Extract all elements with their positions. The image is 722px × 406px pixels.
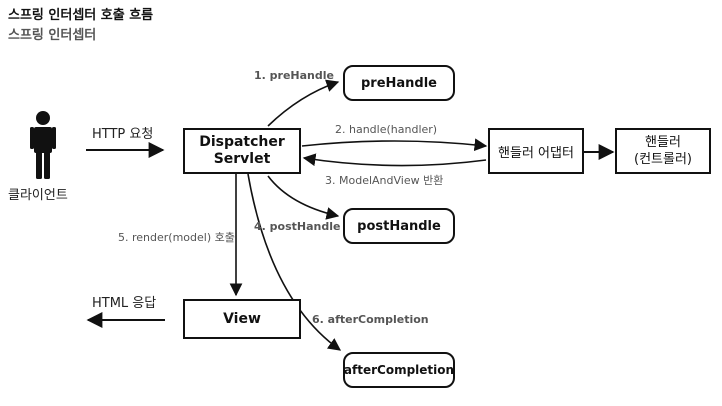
http-request-label: HTTP 요청 bbox=[92, 127, 154, 142]
prehandle-arrow bbox=[267, 79, 340, 127]
posthandle-label: postHandle bbox=[357, 218, 441, 234]
handler-label-line1: 핸들러 bbox=[645, 135, 681, 150]
html-response-label: HTML 응답 bbox=[92, 296, 157, 311]
modelandview-arrow bbox=[302, 153, 487, 167]
diagram-title: 스프링 인터셉터 호출 흐름 bbox=[8, 8, 154, 23]
dispatcher-label-line2: Servlet bbox=[213, 151, 271, 167]
edge-label-posthandle: 4. postHandle bbox=[254, 220, 341, 233]
prehandle-label: preHandle bbox=[360, 75, 438, 91]
dispatcher-servlet-box: Dispatcher Servlet bbox=[183, 128, 301, 174]
edge-label-handle: 2. handle(handler) bbox=[335, 123, 438, 136]
view-box: View bbox=[183, 299, 301, 339]
handler-controller-box: 핸들러 (컨트롤러) bbox=[615, 128, 711, 174]
aftercompletion-label: afterCompletion bbox=[343, 363, 455, 377]
edge-label-aftercompletion: 6. afterCompletion bbox=[312, 313, 429, 326]
client-label: 클라이언트 bbox=[8, 188, 68, 203]
edge-label-render: 5. render(model) 호출 bbox=[118, 231, 235, 244]
handler-label-line2: (컨트롤러) bbox=[634, 152, 692, 167]
edge-label-prehandle: 1. preHandle bbox=[254, 69, 334, 82]
aftercompletion-box: afterCompletion bbox=[343, 352, 455, 388]
dispatcher-label-line1: Dispatcher bbox=[199, 134, 285, 150]
posthandle-box: postHandle bbox=[343, 208, 455, 244]
handler-adapter-label: 핸들러 어댑터 bbox=[498, 145, 574, 161]
diagram-subtitle: 스프링 인터셉터 bbox=[8, 28, 97, 43]
handler-adapter-box: 핸들러 어댑터 bbox=[488, 128, 584, 174]
client-person-icon bbox=[30, 111, 56, 179]
handle-arrow bbox=[301, 138, 488, 152]
posthandle-arrow bbox=[267, 175, 340, 220]
aftercompletion-arrow bbox=[247, 173, 342, 351]
edge-label-modelandview: 3. ModelAndView 반환 bbox=[325, 174, 444, 187]
prehandle-box: preHandle bbox=[343, 65, 455, 101]
view-label: View bbox=[223, 311, 261, 327]
